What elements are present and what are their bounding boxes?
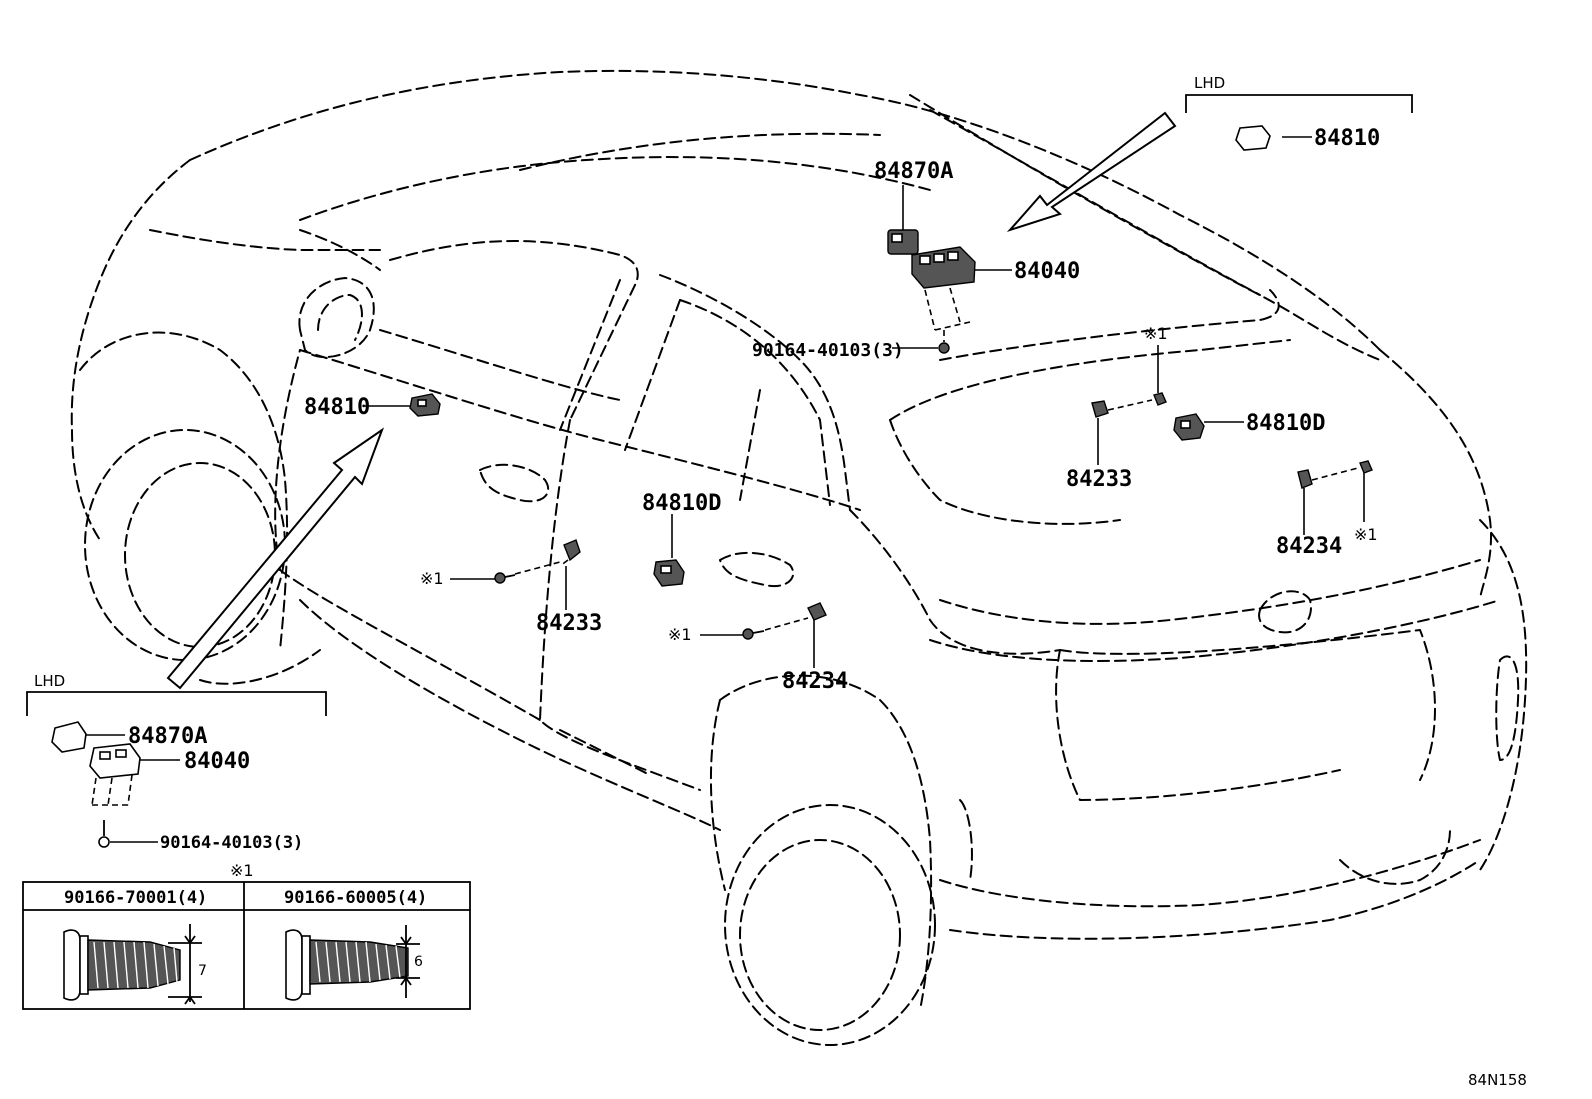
screw-icon bbox=[98, 820, 110, 848]
lhd-box-bottom-left bbox=[26, 691, 327, 848]
callout-84233-rear: 84233 bbox=[1066, 467, 1132, 492]
bolt-icon bbox=[559, 539, 581, 567]
figure-id: 84N158 bbox=[1468, 1071, 1527, 1089]
callout-84234-front: 84234 bbox=[782, 669, 848, 694]
vehicle-outline bbox=[70, 69, 1528, 1046]
switch-icon bbox=[89, 743, 141, 779]
switch-icon bbox=[409, 393, 441, 417]
bolt-icon bbox=[1091, 400, 1109, 418]
mark-note1-a: ※1 bbox=[1144, 324, 1168, 343]
screw-icon bbox=[938, 330, 950, 354]
callout-84810-left: 84810 bbox=[304, 395, 370, 420]
switch-icon bbox=[911, 246, 976, 289]
dim-label-col2: 6 bbox=[414, 954, 423, 970]
screw-icon bbox=[494, 572, 516, 584]
screw-table bbox=[22, 881, 471, 1010]
parts bbox=[409, 125, 1373, 640]
clip-icon bbox=[1359, 460, 1373, 474]
mark-note1-d: ※1 bbox=[668, 625, 692, 644]
pointer-arrows bbox=[166, 111, 1177, 690]
mark-note1-table: ※1 bbox=[230, 861, 254, 880]
arrow-icon bbox=[166, 427, 385, 690]
switch-icon bbox=[653, 559, 685, 587]
mark-note1-c: ※1 bbox=[420, 569, 444, 588]
callout-screw-top: 90164-40103(3) bbox=[752, 340, 904, 361]
switch-icon bbox=[1173, 413, 1205, 441]
callout-screw-lhd: 90164-40103(3) bbox=[160, 833, 303, 853]
callout-84234-rear: 84234 bbox=[1276, 534, 1342, 559]
table-header-col1: 90166-70001(4) bbox=[64, 888, 207, 908]
arrow-icon bbox=[1006, 111, 1177, 233]
switch-icon bbox=[51, 721, 87, 753]
screw-icon bbox=[63, 929, 181, 1001]
mark-note1-b: ※1 bbox=[1354, 525, 1378, 544]
dim-label-col1: 7 bbox=[198, 963, 207, 979]
bolt-icon bbox=[1297, 469, 1313, 489]
callout-84810-lhd: 84810 bbox=[1314, 126, 1380, 151]
screw-icon bbox=[285, 929, 409, 1001]
clip-icon bbox=[1153, 392, 1167, 406]
callout-84233-front: 84233 bbox=[536, 611, 602, 636]
switch-icon bbox=[1235, 125, 1271, 151]
switch-icon bbox=[887, 229, 919, 255]
callout-84040-lhd: 84040 bbox=[184, 749, 250, 774]
lhd-label-top-right: LHD bbox=[1194, 74, 1225, 92]
callout-84810d-door: 84810D bbox=[642, 491, 721, 516]
table-header-col2: 90166-60005(4) bbox=[284, 888, 427, 908]
lhd-label-bottom-left: LHD bbox=[34, 672, 65, 690]
lhd-box-top-right bbox=[1185, 94, 1413, 113]
callout-84040-top: 84040 bbox=[1014, 259, 1080, 284]
callout-84810d-rear: 84810D bbox=[1246, 411, 1325, 436]
bolt-icon bbox=[807, 602, 827, 621]
callout-labels: 84810 84870A 84040 90164-40103(3) 84810 … bbox=[34, 74, 1527, 1089]
screw-icon bbox=[742, 628, 765, 640]
callout-84870a-top: 84870A bbox=[874, 159, 953, 184]
leader-lines bbox=[364, 136, 1365, 668]
callout-84870a-lhd: 84870A bbox=[128, 724, 207, 749]
